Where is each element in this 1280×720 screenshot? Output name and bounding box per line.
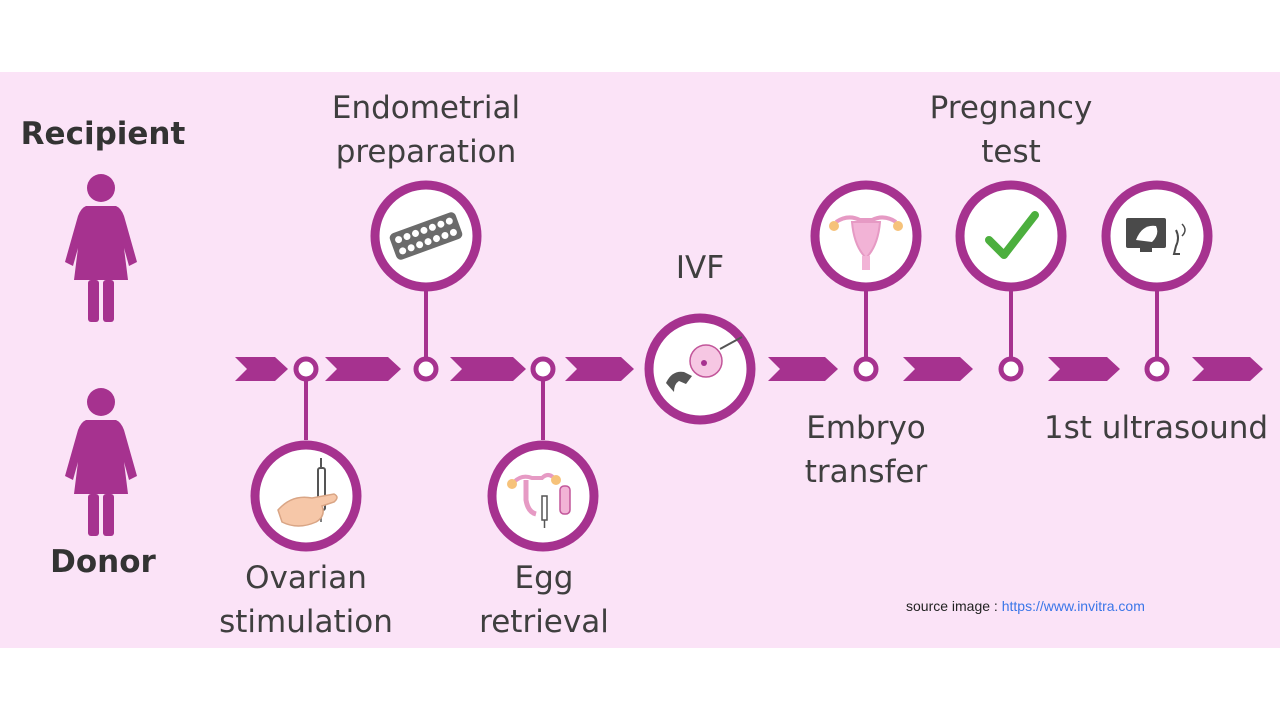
ivf-injection-icon — [666, 336, 743, 392]
timeline-stems — [304, 288, 1159, 440]
donor-label: Donor — [50, 544, 156, 580]
recipient-label: Recipient — [20, 116, 186, 152]
uterus-icon — [829, 215, 903, 270]
step-label-pregnancy-test: Pregnancy test — [929, 90, 1093, 170]
ultrasound-monitor-icon — [1126, 218, 1186, 255]
step-label-egg-retrieval: Egg retrieval — [479, 560, 609, 640]
step-label-ovarian-stimulation: Ovarian stimulation — [219, 560, 393, 640]
syringe-hand-icon — [277, 458, 338, 527]
step-label-first-ultrasound: 1st ultrasound — [1043, 410, 1269, 446]
recipient-figure-icon — [65, 174, 137, 322]
step-label-endometrial-preparation: Endometrial preparation — [331, 90, 521, 170]
step-label-embryo-transfer: Embryo transfer — [804, 410, 928, 490]
step-label-ivf: IVF — [675, 250, 725, 286]
timeline-arrows — [235, 357, 1263, 381]
check-mark-icon — [985, 211, 1039, 259]
source-prefix: source image : — [906, 598, 1002, 614]
egg-retrieval-icon — [507, 473, 571, 528]
source-link[interactable]: https://www.invitra.com — [1001, 598, 1145, 614]
timeline-nodes — [293, 356, 1170, 382]
donor-figure-icon — [65, 388, 137, 536]
source-credit: source image : https://www.invitra.com — [906, 598, 1145, 614]
pill-pack-icon — [389, 212, 463, 260]
